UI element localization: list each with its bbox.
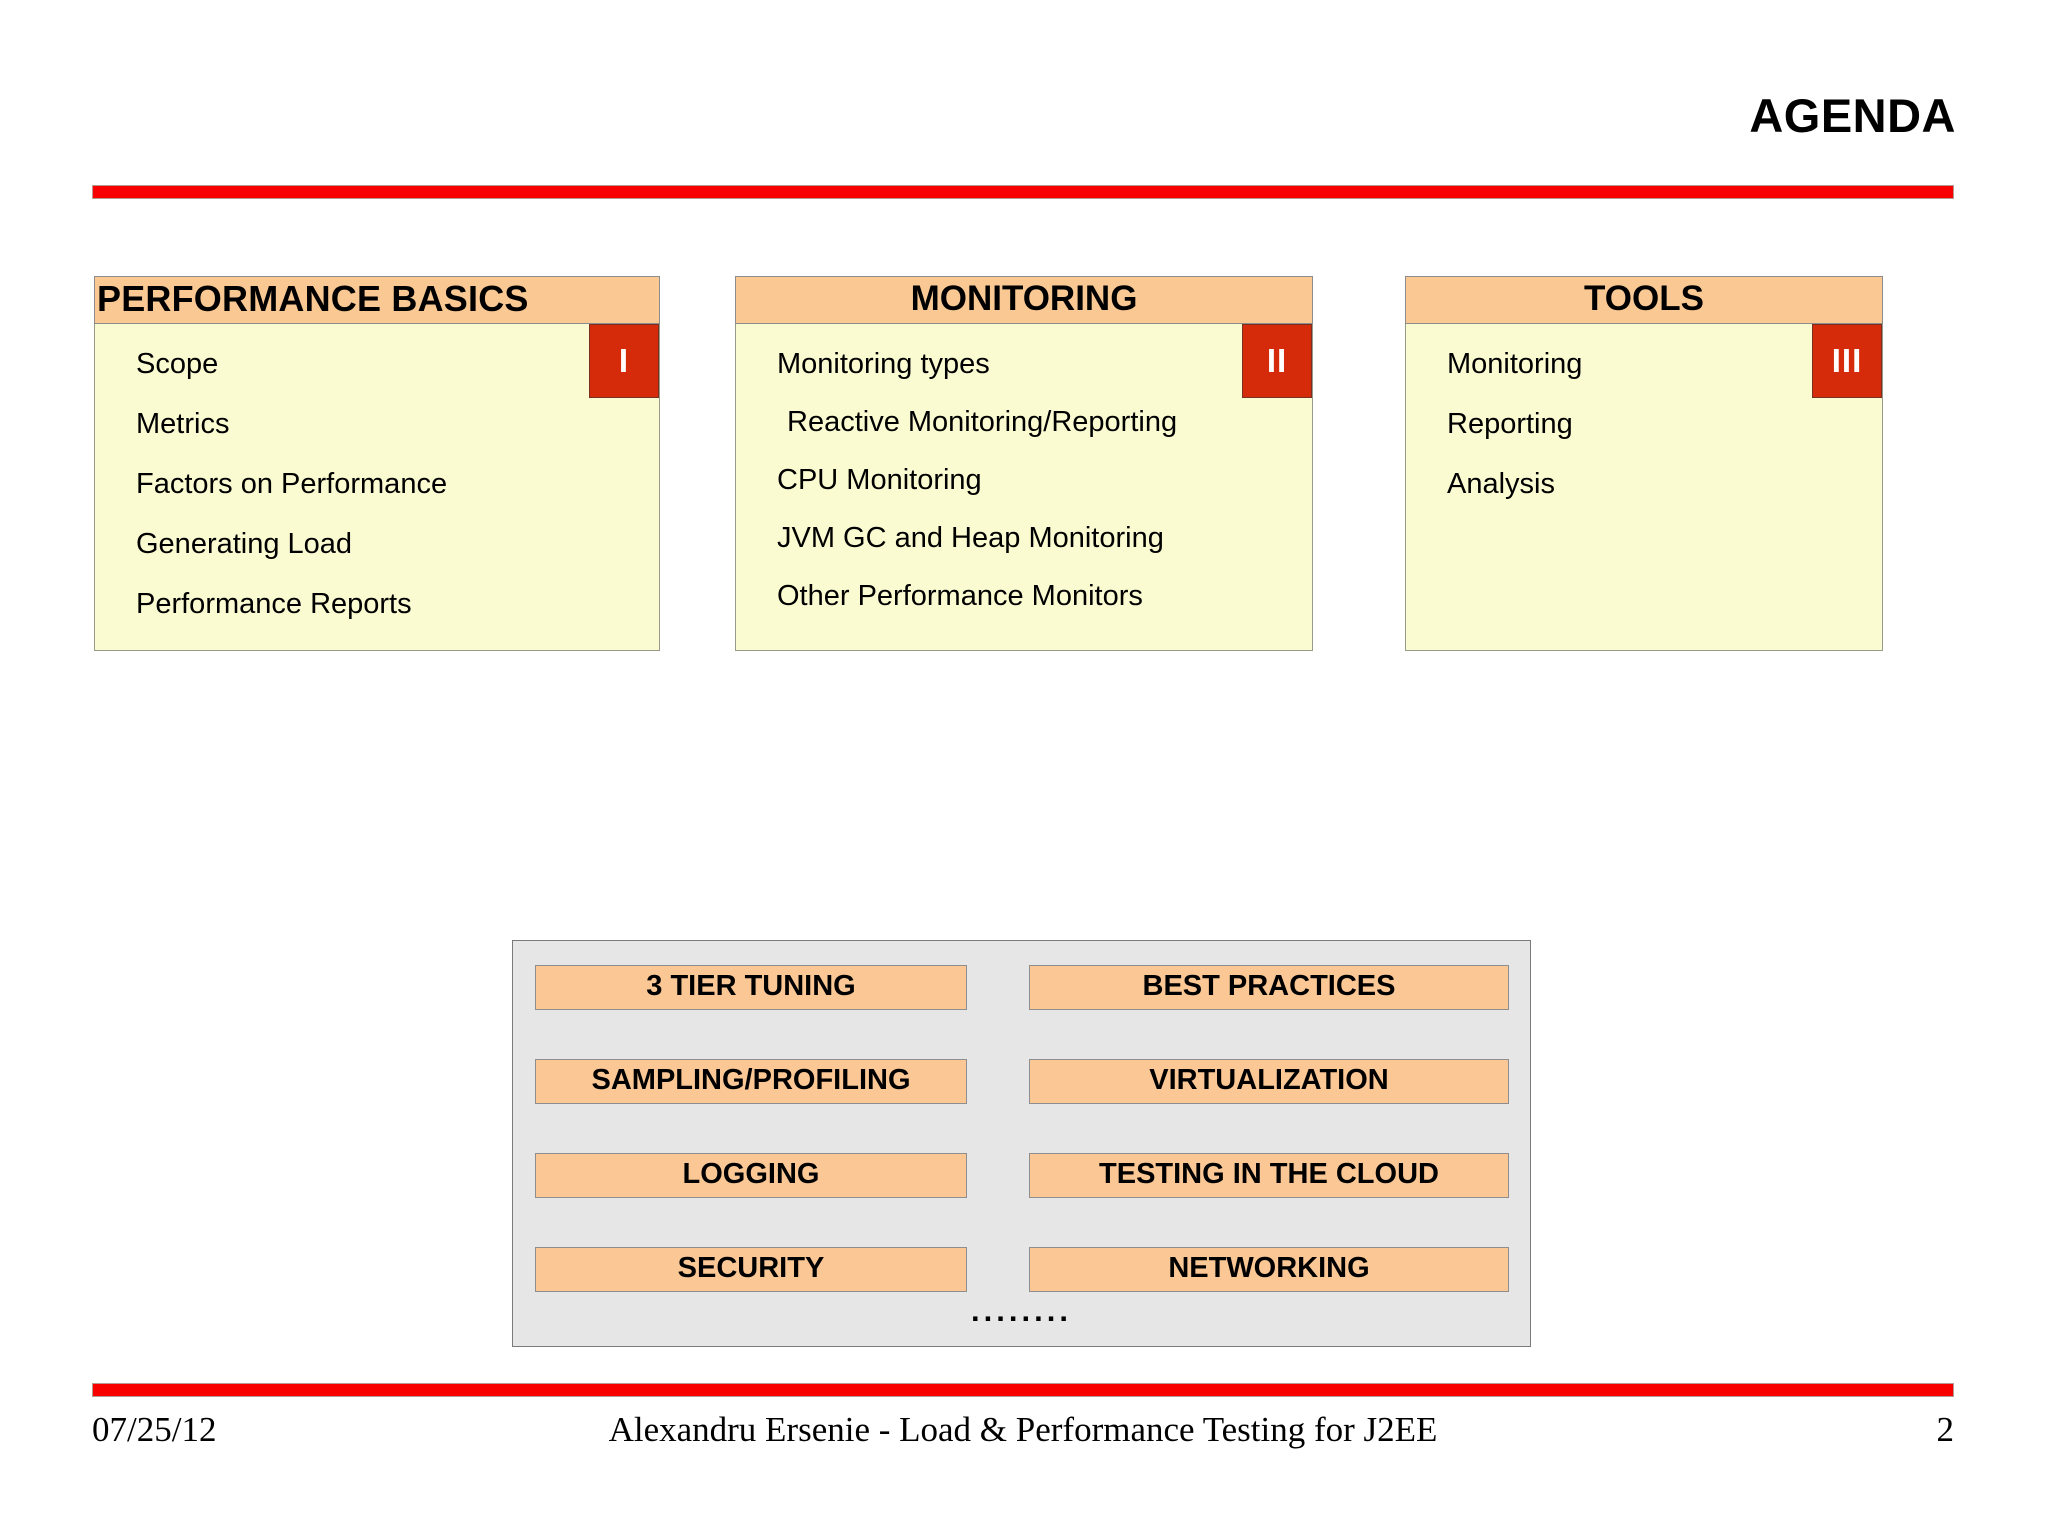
list-item: Generating Load <box>136 528 353 560</box>
footer: 07/25/12 Alexandru Ersenie - Load & Perf… <box>92 1410 1954 1458</box>
column-badge-roman: III <box>1812 324 1882 398</box>
agenda-column-tools: TOOLS III Monitoring Reporting Analysis <box>1405 276 1883 651</box>
topic-chip-testing-in-the-cloud[interactable]: TESTING IN THE CLOUD <box>1029 1153 1509 1198</box>
column-item-list: Scope Metrics Factors on Performance Gen… <box>95 350 659 619</box>
topic-chip-logging[interactable]: LOGGING <box>535 1153 967 1198</box>
list-item: Reactive Monitoring/Reporting <box>787 406 1178 438</box>
list-item: Metrics <box>136 408 230 440</box>
list-item: Monitoring <box>1447 348 1583 380</box>
list-item: JVM GC and Heap Monitoring <box>777 522 1164 554</box>
header-divider-rule <box>92 185 1954 199</box>
topics-panel: 3 TIER TUNING BEST PRACTICES SAMPLING/PR… <box>512 940 1531 1347</box>
list-item: CPU Monitoring <box>777 464 982 496</box>
column-body: III Monitoring Reporting Analysis <box>1405 324 1883 651</box>
list-item: Performance Reports <box>136 588 412 620</box>
list-item: Monitoring types <box>777 348 990 380</box>
list-item: Reporting <box>1447 408 1573 440</box>
topic-chip-3-tier-tuning[interactable]: 3 TIER TUNING <box>535 965 967 1010</box>
footer-divider-rule <box>92 1383 1954 1397</box>
topic-chip-security[interactable]: SECURITY <box>535 1247 967 1292</box>
list-item: Other Performance Monitors <box>777 580 1143 612</box>
column-heading: TOOLS <box>1405 276 1883 324</box>
topic-chip-sampling-profiling[interactable]: SAMPLING/PROFILING <box>535 1059 967 1104</box>
agenda-column-monitoring: MONITORING II Monitoring types Reactive … <box>735 276 1313 651</box>
topic-chip-networking[interactable]: NETWORKING <box>1029 1247 1509 1292</box>
topic-chip-virtualization[interactable]: VIRTUALIZATION <box>1029 1059 1509 1104</box>
column-heading: PERFORMANCE BASICS <box>94 276 660 324</box>
column-body: I Scope Metrics Factors on Performance G… <box>94 324 660 651</box>
footer-page-number: 2 <box>1936 1410 1955 1449</box>
list-item: Analysis <box>1447 468 1555 500</box>
list-item: Scope <box>136 348 219 380</box>
footer-attribution: Alexandru Ersenie - Load & Performance T… <box>608 1410 1438 1449</box>
column-body: II Monitoring types Reactive Monitoring/… <box>735 324 1313 651</box>
list-item: Factors on Performance <box>136 468 448 500</box>
column-item-list: Monitoring types Reactive Monitoring/Rep… <box>736 350 1312 611</box>
topic-chip-best-practices[interactable]: BEST PRACTICES <box>1029 965 1509 1010</box>
column-badge-roman: II <box>1242 324 1312 398</box>
topics-ellipsis: ........ <box>971 1293 1072 1328</box>
footer-date: 07/25/12 <box>92 1410 217 1449</box>
page-title: AGENDA <box>1749 89 1956 142</box>
topics-grid: 3 TIER TUNING BEST PRACTICES SAMPLING/PR… <box>513 941 1530 1346</box>
column-heading: MONITORING <box>735 276 1313 324</box>
agenda-column-performance-basics: PERFORMANCE BASICS I Scope Metrics Facto… <box>94 276 660 651</box>
column-item-list: Monitoring Reporting Analysis <box>1406 350 1882 499</box>
column-badge-roman: I <box>589 324 659 398</box>
